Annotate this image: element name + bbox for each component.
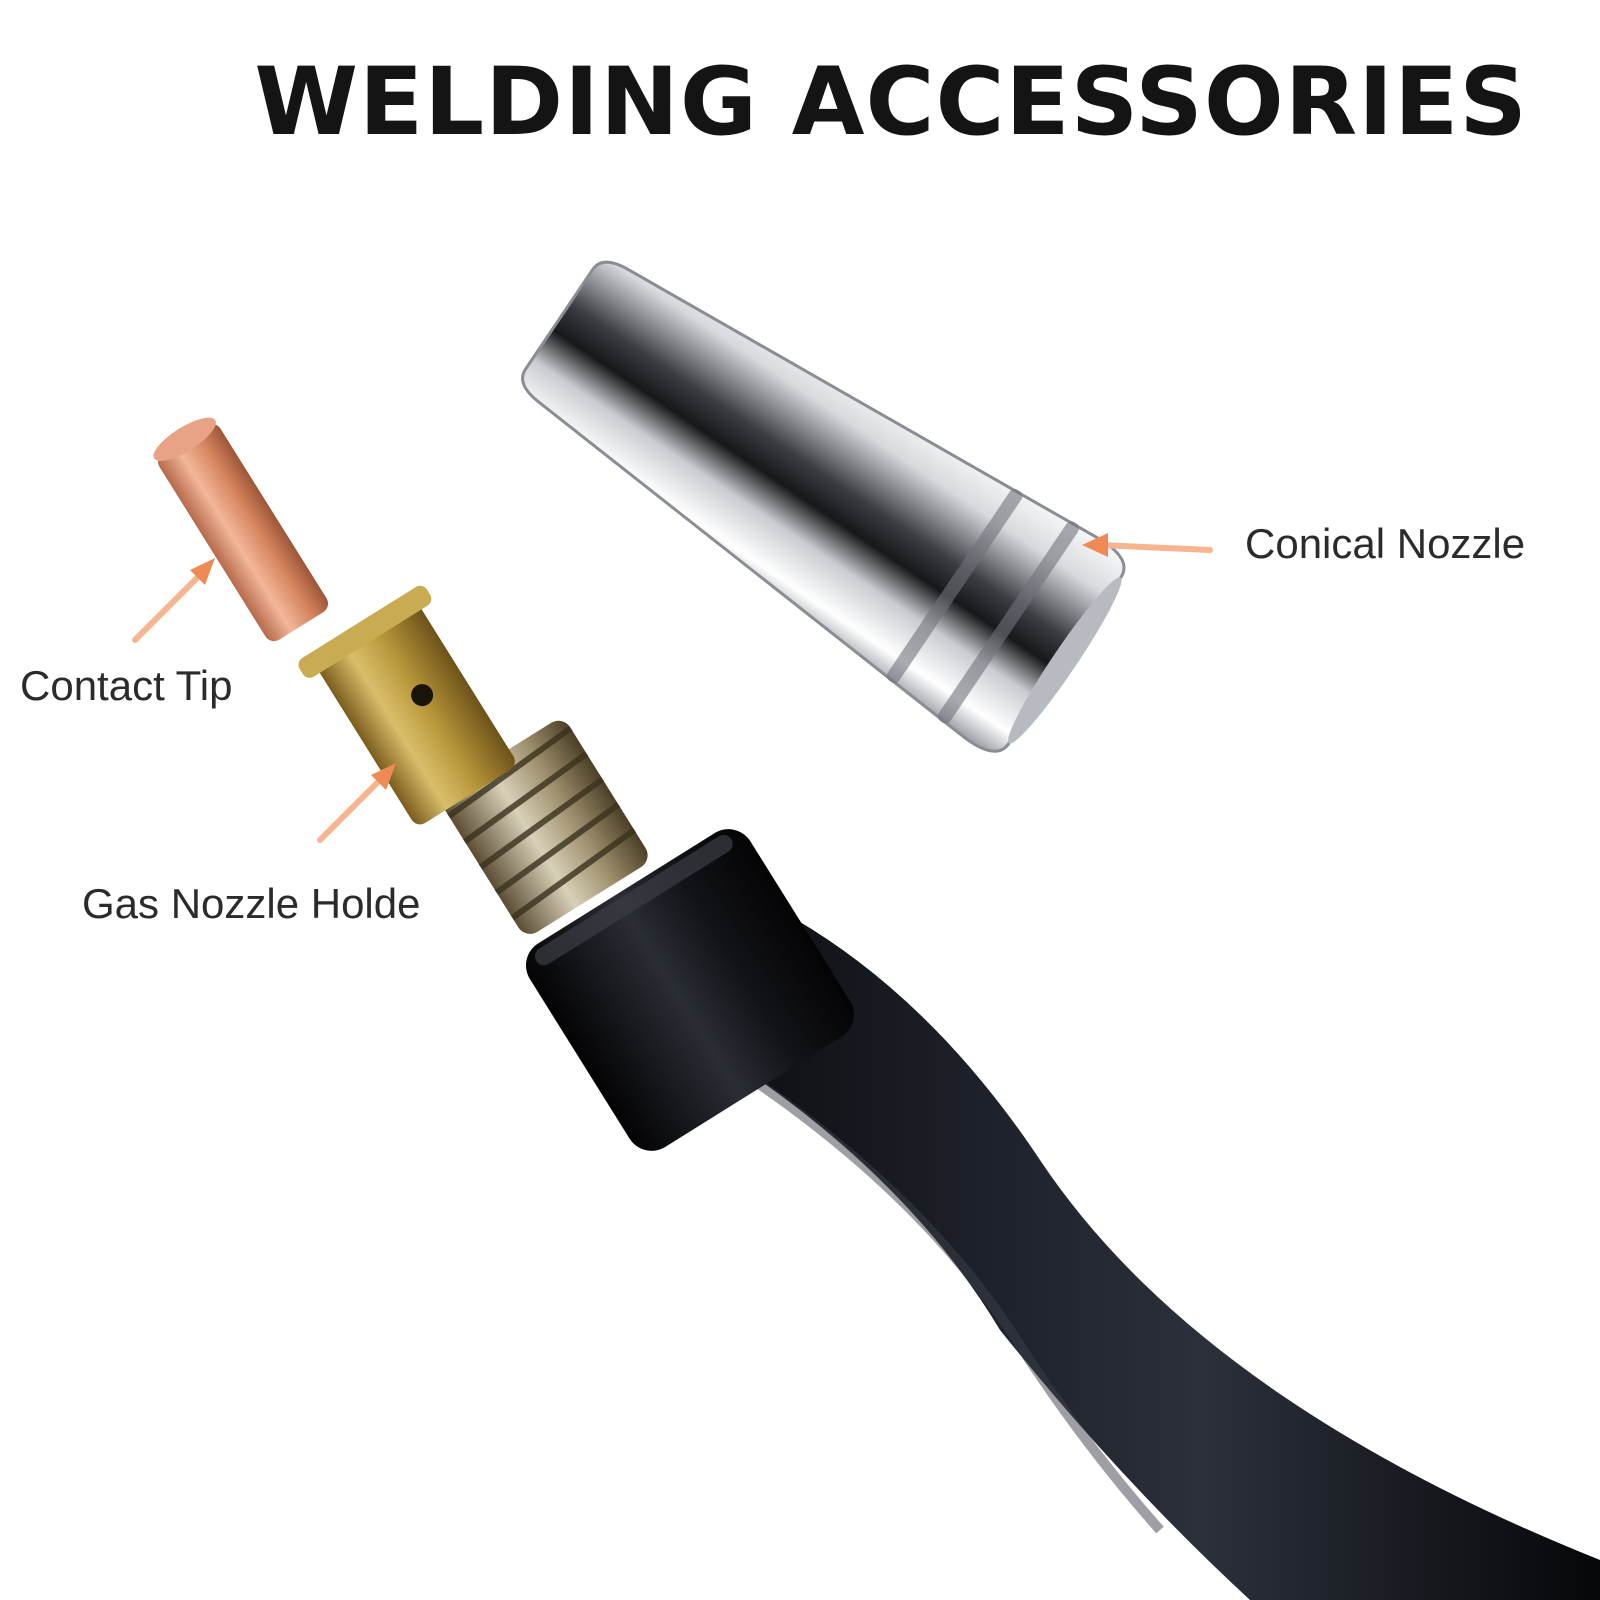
gas-nozzle-holder-label: Gas Nozzle Holde: [82, 880, 421, 927]
contact-tip-arrow: [132, 558, 215, 643]
conical-nozzle-arrow: [1082, 533, 1213, 557]
contact-tip-part: [153, 417, 329, 642]
page-title: WELDING ACCESSORIES: [254, 48, 1528, 157]
contact-tip-label: Contact Tip: [20, 662, 233, 709]
hose-collar: [525, 829, 855, 1151]
gas-nozzle-holder-arrow: [317, 763, 396, 843]
hose: [610, 900, 1600, 1600]
gas-nozzle-holder-part: [298, 585, 515, 825]
conical-nozzle-label: Conical Nozzle: [1245, 520, 1526, 567]
conical-nozzle-part: [521, 260, 1126, 753]
